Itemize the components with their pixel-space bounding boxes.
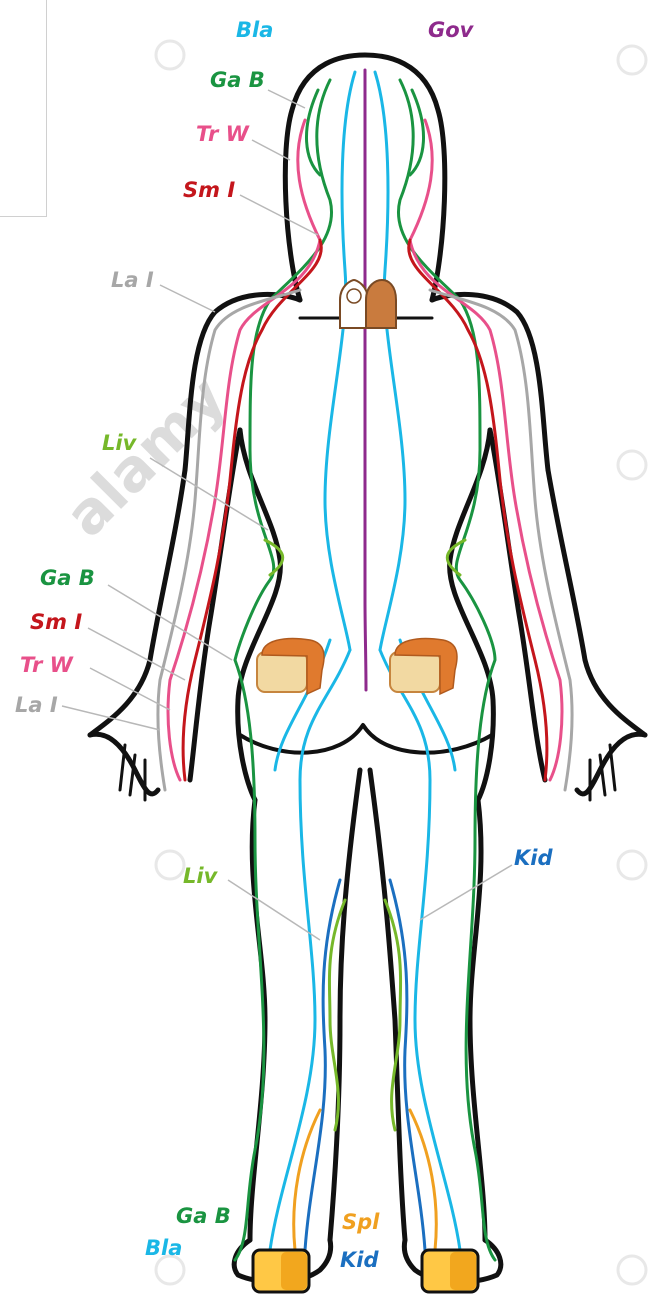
bread-loaf-icon — [366, 280, 396, 328]
meridian-la-i-r — [430, 290, 572, 790]
meridian-la-i-l — [158, 290, 300, 790]
label-tr-w-mid: Tr W — [20, 655, 73, 676]
label-spl-foot: Spl — [342, 1212, 379, 1233]
label-la-i-mid: La I — [15, 695, 58, 716]
bread-slice-icon — [340, 280, 368, 328]
label-kid-foot: Kid — [340, 1250, 379, 1271]
label-ga-b-foot: Ga B — [176, 1206, 231, 1227]
meridian-gov — [365, 70, 366, 690]
meridian-lines — [158, 70, 572, 1260]
label-liv-mid: Liv — [102, 433, 136, 454]
label-ga-b-top: Ga B — [210, 70, 265, 91]
label-bla-top: Bla — [236, 20, 273, 41]
label-tr-w-top: Tr W — [196, 124, 249, 145]
label-kid-leg: Kid — [514, 848, 553, 869]
meridian-sm-i-l — [183, 240, 321, 780]
label-gov-top: Gov — [428, 20, 473, 41]
label-sm-i-mid: Sm I — [30, 612, 82, 633]
bread-loaf-icon — [390, 639, 457, 694]
bread-loaf-icon — [257, 639, 324, 694]
meridian-bla-r1 — [375, 72, 405, 650]
label-liv-leg: Liv — [183, 866, 217, 887]
toast-icon — [422, 1250, 478, 1292]
label-bla-foot: Bla — [145, 1238, 182, 1259]
label-la-i-top: La I — [111, 270, 154, 291]
meridian-sm-i-r — [409, 240, 547, 780]
toast-icon — [253, 1250, 309, 1292]
label-sm-i-top: Sm I — [183, 180, 235, 201]
label-ga-b-mid: Ga B — [40, 568, 95, 589]
meridian-bla-l1 — [325, 72, 355, 650]
